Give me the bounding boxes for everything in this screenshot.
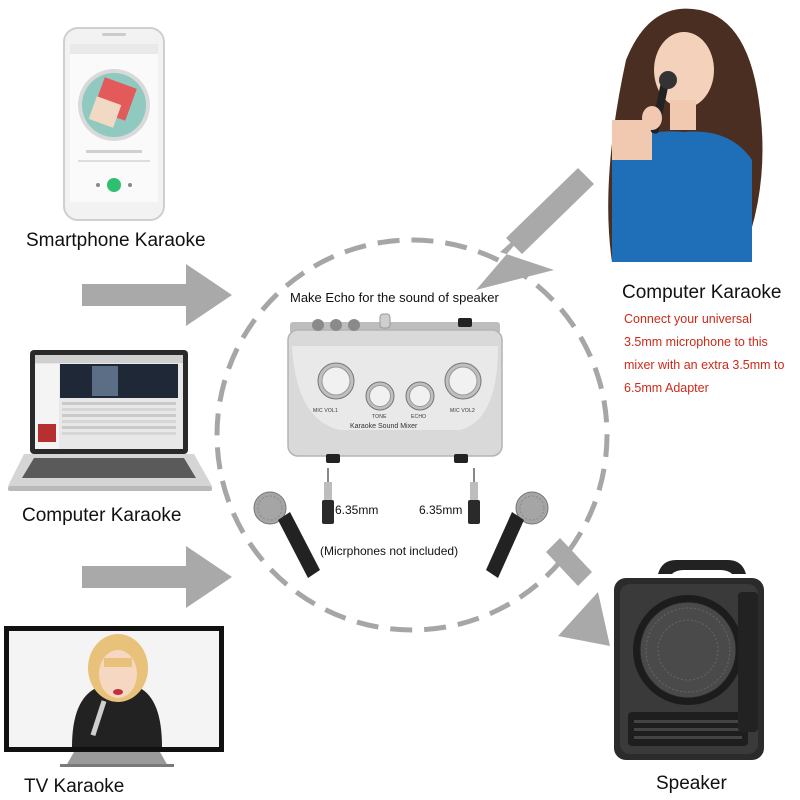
label-computer-karaoke-right: Computer Karaoke [622, 282, 782, 303]
adapter-note-line: Connect your universal [624, 312, 752, 326]
knob-label-tone: TONE [372, 414, 387, 420]
jack-left [322, 468, 334, 524]
mixer-name: Karaoke Sound Mixer [350, 423, 418, 430]
adapter-note-line: mixer with an extra 3.5mm to [624, 358, 785, 372]
adapter-note: Connect your universal 3.5mm microphone … [624, 308, 799, 400]
jack-right-label: 6.35mm [419, 503, 463, 517]
knob-label-mic-vol2: MIC VOL2 [450, 408, 475, 414]
arrow-from-tv [82, 546, 232, 608]
singer-image [608, 8, 763, 262]
laptop-image [8, 350, 212, 491]
smartphone-image [63, 27, 165, 221]
adapter-note-line: 3.5mm microphone to this [624, 335, 768, 349]
mic-note: (Micrphones not included) [320, 544, 459, 558]
label-computer-karaoke-left: Computer Karaoke [22, 505, 182, 526]
knob-label-echo: ECHO [411, 414, 427, 420]
echo-caption: Make Echo for the sound of speaker [290, 290, 499, 305]
label-tv-karaoke: TV Karaoke [24, 776, 125, 797]
arrow-to-speaker [546, 538, 610, 646]
jack-right [468, 468, 480, 524]
arrow-from-singer [476, 168, 594, 290]
label-speaker: Speaker [656, 773, 727, 794]
knob-label-mic-vol1: MIC VOL1 [313, 408, 338, 414]
arrow-from-smartphone [82, 264, 232, 326]
tv-image [4, 626, 224, 767]
label-smartphone-karaoke: Smartphone Karaoke [26, 230, 206, 251]
dashed-circle [214, 237, 610, 633]
mixer-device [287, 313, 503, 463]
microphone-left [253, 491, 320, 578]
jack-left-label: 6.35mm [335, 503, 379, 517]
speaker-image [614, 560, 764, 760]
adapter-note-line: 6.5mm Adapter [624, 381, 709, 395]
microphone-right [486, 491, 549, 578]
